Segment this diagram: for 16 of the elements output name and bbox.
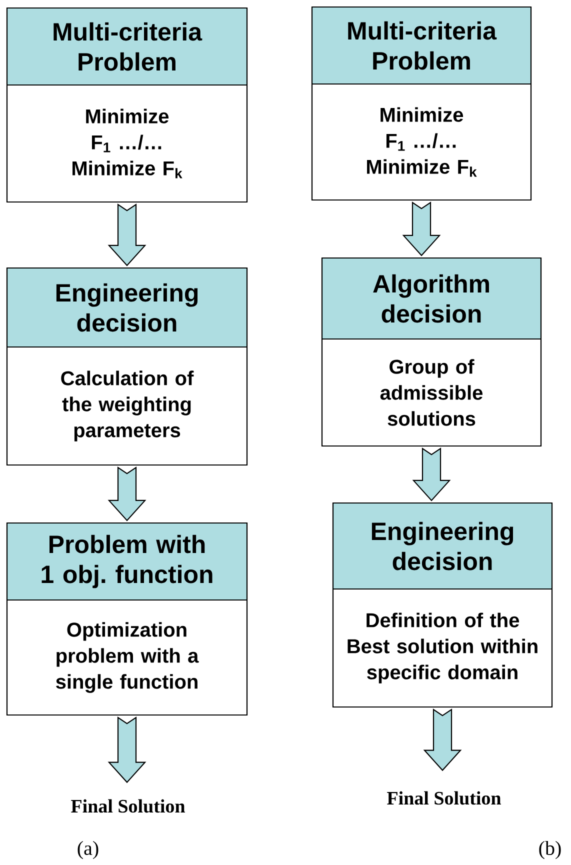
process-box: Problem with 1 obj. function Optimization problem with a single function bbox=[6, 522, 248, 716]
block-arrow bbox=[108, 716, 146, 784]
result-text: Final Solution bbox=[71, 799, 185, 813]
block-arrow bbox=[423, 708, 462, 772]
block-arrow bbox=[402, 202, 441, 256]
panel-label: (a) bbox=[78, 840, 98, 860]
block-arrow bbox=[108, 466, 146, 522]
panel-label: (b) bbox=[539, 840, 561, 860]
process-box: Multi-criteria Problem Minimize F$_{1}$ …/… Minimize F$_{k}$ bbox=[6, 7, 248, 203]
block-arrow bbox=[412, 448, 451, 502]
process-box: Multi-criteria Problem Minimize F$_{1}$ …/… Minimize F$_{k}$ bbox=[311, 6, 532, 201]
result-text: Final Solution bbox=[387, 791, 501, 805]
process-box: Algorithm decision Group of admissible solutions bbox=[321, 257, 542, 447]
block-arrow bbox=[108, 204, 146, 266]
process-box: Engineering decision Calculation of the weighting parameters bbox=[6, 267, 248, 466]
process-box: Engineering decision Definition of the Best solution within specific domain bbox=[332, 502, 553, 708]
